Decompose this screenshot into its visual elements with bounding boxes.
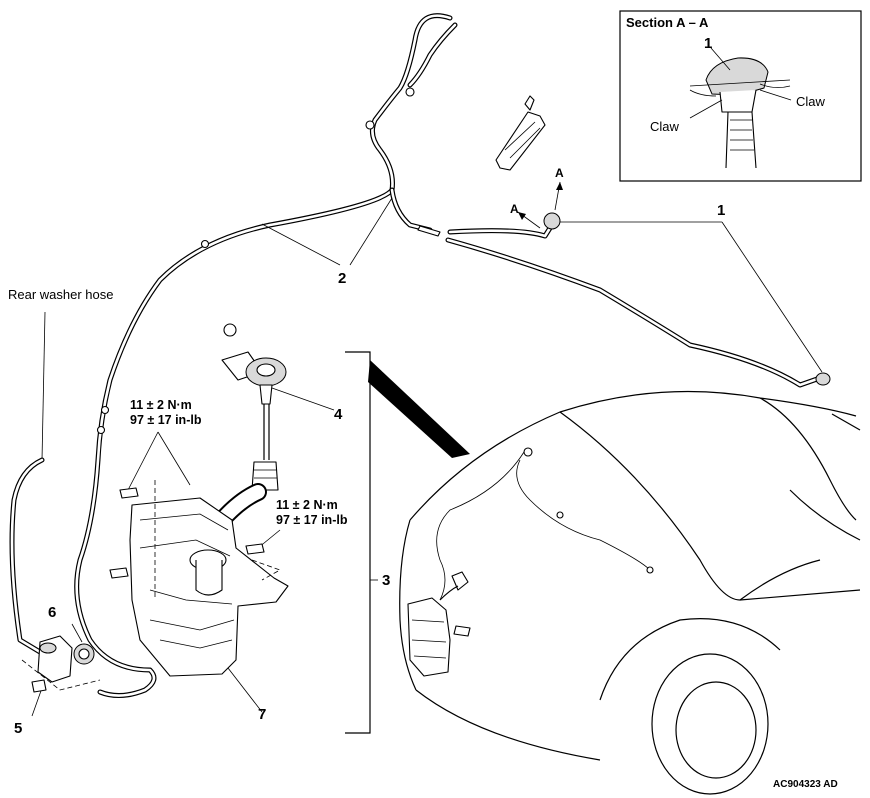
vehicle-outline xyxy=(399,390,861,795)
leader-lines xyxy=(31,197,823,734)
torque-spec-1: 11 ± 2 N·m 97 ± 17 in-lb xyxy=(130,398,201,428)
torque-1-imperial: 97 ± 17 in-lb xyxy=(130,413,202,427)
washer-tank xyxy=(129,480,289,677)
washer-pump xyxy=(21,635,101,693)
section-arrow-a-lower: A xyxy=(510,202,519,216)
figure-code: AC904323 AD xyxy=(773,779,838,790)
rear-washer-hose-label: Rear washer hose xyxy=(8,287,114,302)
washer-hose-2 xyxy=(74,13,458,698)
callout-5: 5 xyxy=(14,720,23,737)
hose-clip-bracket xyxy=(495,95,546,171)
callout-4: 4 xyxy=(334,406,343,423)
callout-3: 3 xyxy=(382,572,391,589)
section-inset xyxy=(619,10,862,182)
section-arrow-a-upper: A xyxy=(555,166,564,180)
bolts xyxy=(109,487,265,579)
location-arrow xyxy=(368,360,470,458)
callout-6: 6 xyxy=(48,604,57,621)
section-callout-1: 1 xyxy=(704,35,713,52)
nozzle-hose xyxy=(417,212,831,388)
torque-2-imperial: 97 ± 17 in-lb xyxy=(276,513,348,527)
torque-spec-2: 11 ± 2 N·m 97 ± 17 in-lb xyxy=(276,498,347,528)
callout-2: 2 xyxy=(338,270,347,287)
torque-2-metric: 11 ± 2 N·m xyxy=(276,498,338,512)
rear-washer-hose xyxy=(9,457,45,655)
callout-7: 7 xyxy=(258,706,267,723)
callout-1: 1 xyxy=(717,202,726,219)
claw-label-left: Claw xyxy=(650,119,679,134)
section-title: Section A – A xyxy=(626,15,709,30)
claw-label-right: Claw xyxy=(796,94,825,109)
filler-neck xyxy=(201,323,287,549)
section-arrows xyxy=(517,181,563,229)
torque-1-metric: 11 ± 2 N·m xyxy=(130,398,192,412)
